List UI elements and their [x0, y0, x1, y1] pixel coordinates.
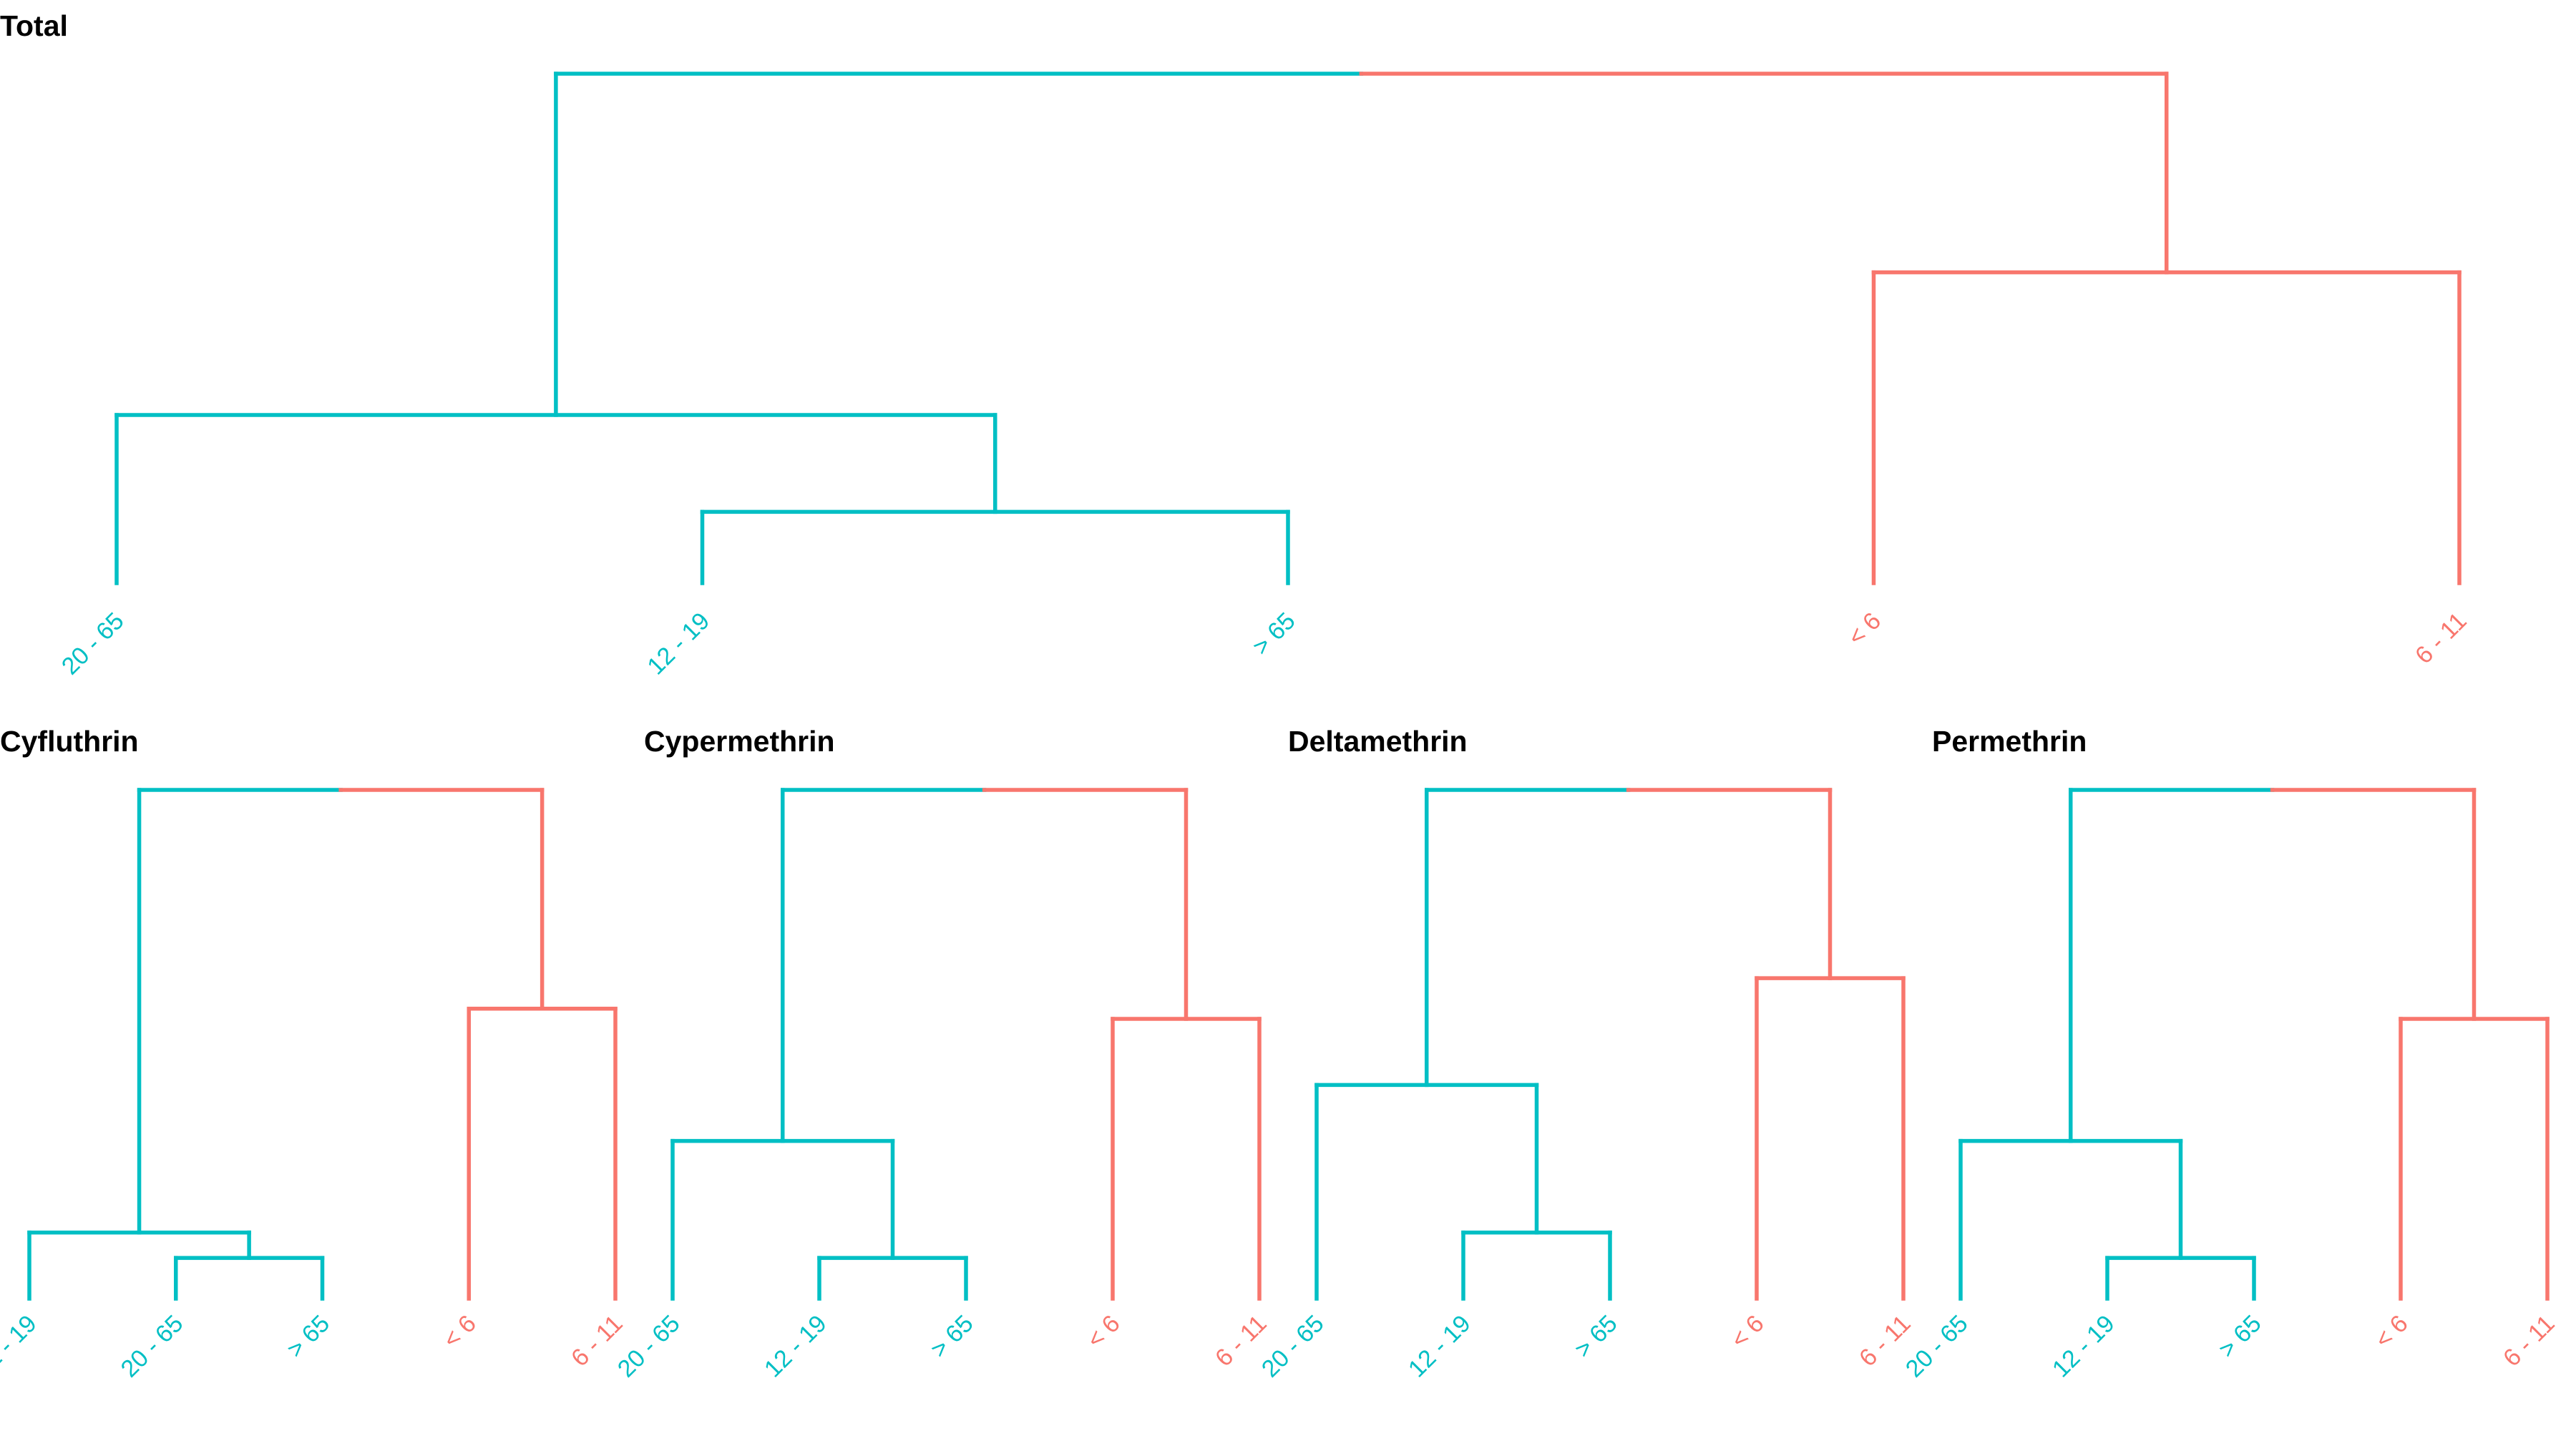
- leaf-label: 12 - 19: [1403, 1310, 1476, 1383]
- leaf-label: > 65: [1569, 1310, 1622, 1363]
- panel-title: Permethrin: [1932, 725, 2087, 758]
- leaf-label: < 6: [1726, 1310, 1770, 1354]
- panel-title: Cyfluthrin: [0, 725, 139, 758]
- panel-title: Cypermethrin: [644, 725, 835, 758]
- leaf-label: > 65: [1247, 607, 1300, 660]
- leaf-label: 12 - 19: [2047, 1310, 2120, 1383]
- leaf-label: 6 - 11: [2498, 1310, 2560, 1372]
- panel-title: Total: [0, 9, 68, 42]
- leaf-label: > 65: [2213, 1310, 2266, 1363]
- leaf-label: 12 - 19: [0, 1310, 42, 1383]
- leaf-label: 20 - 65: [116, 1310, 189, 1383]
- leaf-label: > 65: [925, 1310, 978, 1363]
- leaf-label: < 6: [438, 1310, 482, 1354]
- leaf-label: < 6: [1082, 1310, 1126, 1354]
- leaf-label: 12 - 19: [759, 1310, 832, 1383]
- panel-title: Deltamethrin: [1288, 725, 1468, 758]
- leaf-label: 12 - 19: [642, 607, 715, 680]
- leaf-label: < 6: [1843, 607, 1886, 651]
- leaf-label: 20 - 65: [57, 607, 130, 680]
- leaf-label: 20 - 65: [1901, 1310, 1974, 1383]
- dendrogram-panel-4: Permethrin 20 - 65 12 - 19 > 65 < 6 6 - 11: [1901, 725, 2560, 1383]
- leaf-label: 6 - 11: [2410, 607, 2472, 670]
- leaf-label: 20 - 65: [613, 1310, 686, 1383]
- dendrogram-panel-0: Total 20 - 65 12 - 19 > 65 < 6 6 - 11: [0, 9, 2472, 680]
- leaf-label: 20 - 65: [1257, 1310, 1330, 1383]
- leaf-label: < 6: [2370, 1310, 2414, 1354]
- leaf-label: > 65: [282, 1310, 335, 1363]
